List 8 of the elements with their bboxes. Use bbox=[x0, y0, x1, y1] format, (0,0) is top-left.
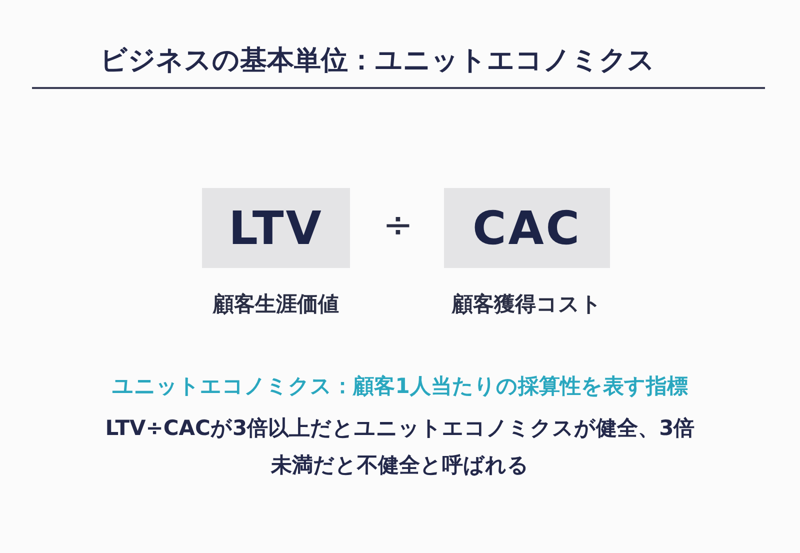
term-text: CAC bbox=[472, 201, 582, 255]
term-text: LTV bbox=[228, 201, 324, 255]
definition-text: ユニットエコノミクス：顧客1人当たりの採算性を表す指標 bbox=[111, 373, 689, 400]
term-caption: 顧客獲得コスト bbox=[452, 291, 602, 318]
term-caption: 顧客生涯価値 bbox=[213, 291, 339, 318]
division-sign: ÷ bbox=[382, 205, 414, 246]
slide-title: ビジネスの基本単位：ユニットエコノミクス bbox=[100, 44, 655, 78]
explanation-text: LTV÷CACが3倍以上だとユニットエコノミクスが健全、3倍未満だと不健全と呼ばれる bbox=[104, 415, 696, 479]
